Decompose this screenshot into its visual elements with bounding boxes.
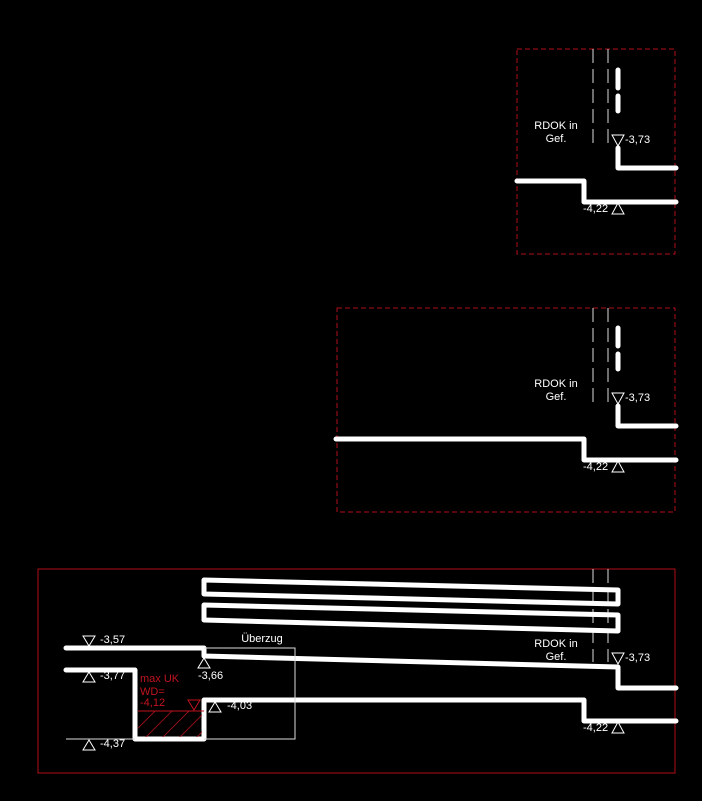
max-level-icon	[187, 699, 201, 711]
level-up-icon	[611, 720, 625, 734]
wall-outline	[615, 403, 679, 429]
note: WD=	[140, 686, 165, 698]
detail-2: RDOK in Gef. -3,73 -4,22	[333, 307, 679, 513]
level-up-icon	[611, 201, 625, 215]
level-down-icon	[611, 652, 625, 666]
slab-lower-outline	[63, 667, 679, 742]
level-label: -4,22	[583, 722, 608, 734]
note: max UK	[140, 673, 180, 685]
level-label: -4,37	[100, 738, 125, 750]
level-down-icon	[82, 635, 96, 647]
label: Gef.	[546, 391, 567, 403]
detail-3: Überzug -3,57 -3,77 -3,66 -4,03 -4,37 ma…	[37, 568, 679, 774]
hatch-area	[138, 711, 202, 737]
note: -4,12	[140, 697, 165, 709]
wall-lines	[592, 49, 609, 148]
overbeam-outline	[204, 647, 296, 740]
level-label: -4,22	[583, 203, 608, 215]
level-up-icon	[82, 671, 96, 683]
level-label: -3,73	[625, 392, 650, 404]
level-down-icon	[611, 392, 625, 406]
wall-outline	[615, 145, 679, 171]
detail-1: RDOK in Gef. -3,73 -4,22	[514, 48, 679, 255]
label: Gef.	[546, 651, 567, 663]
slab-outline	[333, 436, 679, 463]
level-label: -4,03	[227, 700, 252, 712]
level-up-icon	[82, 739, 96, 751]
beam-label: Überzug	[241, 633, 283, 645]
slab-outline	[514, 178, 679, 205]
level-up-icon	[208, 701, 222, 713]
label: RDOK in	[534, 378, 577, 390]
level-label: -3,66	[198, 670, 223, 682]
beam	[201, 602, 621, 634]
level-up-icon	[611, 459, 625, 473]
wall-lines	[592, 308, 609, 406]
slab-upper-outline	[63, 645, 679, 691]
level-label: -3,57	[100, 634, 125, 646]
level-up-icon	[197, 657, 211, 669]
beam	[201, 577, 621, 607]
level-label: -4,22	[583, 461, 608, 473]
detail-frame	[37, 568, 676, 774]
level-label: -3,77	[100, 670, 125, 682]
level-label: -3,73	[625, 652, 650, 664]
label: RDOK in	[534, 120, 577, 132]
level-down-icon	[611, 134, 625, 148]
label: Gef.	[546, 133, 567, 145]
label: RDOK in	[534, 638, 577, 650]
level-label: -3,73	[625, 134, 650, 146]
detail-frame	[516, 48, 676, 255]
detail-frame	[336, 307, 676, 513]
